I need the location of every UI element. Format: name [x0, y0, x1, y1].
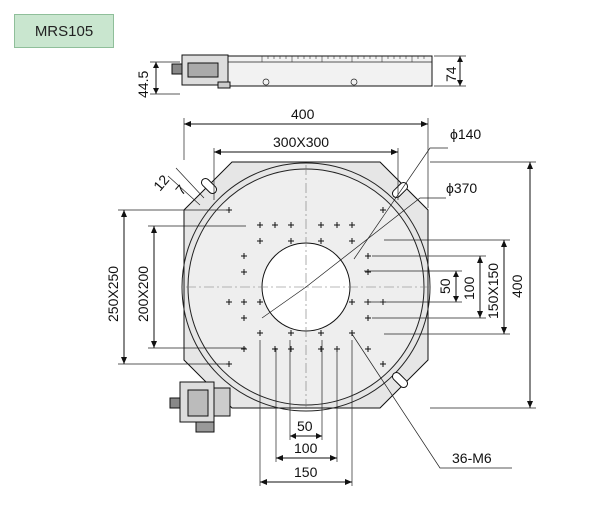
model-badge: MRS105: [14, 14, 114, 48]
dim-250x250: 250X250: [105, 266, 121, 322]
tapped-hole: [365, 269, 371, 275]
tapped-hole: [349, 238, 355, 244]
tapped-hole: [349, 299, 355, 305]
tapped-hole: [241, 346, 247, 352]
tapped-hole: [318, 238, 324, 244]
tapped-hole: [288, 222, 294, 228]
dim-right-400: 400: [509, 274, 525, 298]
motor: [169, 381, 231, 433]
dim-bottom-100: 100: [294, 440, 318, 456]
tapped-hole: [272, 222, 278, 228]
dim-top-400: 400: [291, 106, 315, 122]
dim-bottom-150: 150: [294, 464, 318, 480]
dim-right-50: 50: [437, 278, 453, 294]
tapped-hole: [365, 315, 371, 321]
tapped-hole: [349, 330, 355, 336]
tapped-hole: [241, 253, 247, 259]
side-dim-44-5: 44.5: [135, 71, 151, 98]
side-dim-74: 74: [443, 66, 459, 82]
tapped-hole: [272, 346, 278, 352]
tapped-hole: [241, 315, 247, 321]
tapped-hole: [380, 207, 386, 213]
dim-right-100: 100: [461, 276, 477, 300]
dim-bottom-50: 50: [297, 418, 313, 434]
tapped-hole: [318, 222, 324, 228]
dim-300x300: 300X300: [273, 134, 329, 150]
tapped-hole: [318, 346, 324, 352]
tapped-hole: [226, 299, 232, 305]
tapped-hole: [257, 222, 263, 228]
dim-slot-12: 12: [150, 172, 172, 194]
thread-note: 36-M6: [452, 450, 492, 466]
tapped-hole: [241, 299, 247, 305]
dim-200x200: 200X200: [135, 266, 151, 322]
tapped-hole: [288, 238, 294, 244]
tapped-hole: [365, 346, 371, 352]
tapped-hole: [380, 361, 386, 367]
dim-phi370: ϕ370: [446, 180, 477, 196]
tapped-hole: [257, 330, 263, 336]
tapped-hole: [257, 238, 263, 244]
tapped-hole: [365, 253, 371, 259]
tapped-hole: [334, 222, 340, 228]
side-view: 44.5 74: [135, 54, 466, 98]
dim-slot-7: 7: [172, 182, 189, 198]
tapped-hole: [288, 330, 294, 336]
dim-phi140: ϕ140: [450, 126, 481, 142]
tapped-hole: [241, 269, 247, 275]
tapped-hole: [349, 222, 355, 228]
top-view: 400 300X300 12 7 ϕ140 ϕ370 400 150X15: [105, 106, 536, 486]
tapped-hole: [288, 346, 294, 352]
tapped-hole: [257, 299, 263, 305]
tapped-hole: [318, 330, 324, 336]
dim-150x150: 150X150: [485, 263, 501, 319]
